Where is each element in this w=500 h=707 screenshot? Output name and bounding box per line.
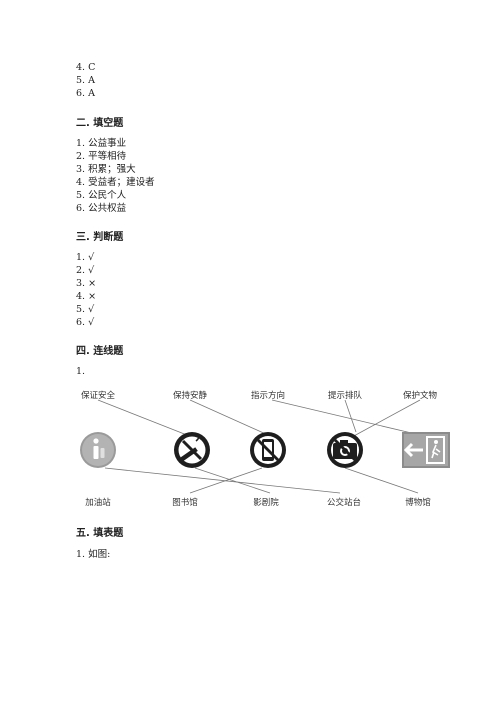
answer-line: 6. √	[76, 317, 95, 328]
no-camera-icon	[327, 432, 363, 468]
answer-line: 5. A	[76, 75, 95, 86]
question-number: 1. 如图:	[76, 549, 111, 560]
answer-line: 5. √	[76, 304, 95, 315]
answer-line: 1. 公益事业	[76, 138, 127, 149]
bottom-label: 加油站	[85, 497, 111, 508]
bottom-label: 博物馆	[405, 497, 431, 508]
section-title-true-false: 三. 判断题	[76, 232, 124, 243]
answer-line: 4. C	[76, 62, 96, 73]
match-line	[189, 467, 263, 494]
match-line	[104, 467, 341, 494]
matching-lines	[97, 399, 421, 494]
answer-line: 2. √	[76, 265, 95, 276]
section-title-table: 五. 填表题	[76, 528, 124, 539]
top-label: 指示方向	[251, 390, 285, 401]
bottom-label: 公交站台	[327, 497, 361, 508]
top-label: 提示排队	[328, 390, 363, 401]
answer-line: 6. A	[76, 88, 95, 99]
match-line	[189, 399, 269, 436]
bottom-label: 图书馆	[172, 497, 198, 508]
answer-line: 6. 公共权益	[76, 203, 127, 214]
match-line	[194, 467, 271, 494]
answer-line: 4. 受益者；建设者	[76, 177, 155, 188]
no-phone-icon	[250, 432, 286, 468]
answer-line: 3. ×	[76, 278, 97, 289]
answer-line: 3. 积累；强大	[76, 164, 136, 175]
bottom-label: 影剧院	[253, 497, 279, 508]
section-title-fill-blank: 二. 填空题	[76, 118, 124, 129]
top-label: 保护文物	[403, 390, 438, 401]
match-line	[97, 399, 193, 438]
top-label: 保持安静	[173, 390, 208, 401]
match-line	[271, 399, 421, 436]
section-title-matching: 四. 连线题	[76, 346, 124, 357]
match-line	[344, 467, 419, 494]
match-line	[351, 399, 421, 438]
top-label: 保证安全	[81, 390, 116, 401]
match-line	[344, 399, 357, 433]
answer-line: 1. √	[76, 252, 95, 263]
answer-line: 5. 公民个人	[76, 190, 127, 201]
no-smoking-icon	[174, 432, 210, 468]
answer-line: 2. 平等相待	[76, 151, 127, 162]
question-number: 1.	[76, 366, 86, 377]
information-icon	[80, 432, 116, 468]
answer-line: 4. ×	[76, 291, 97, 302]
exit-sign-icon	[402, 432, 450, 468]
